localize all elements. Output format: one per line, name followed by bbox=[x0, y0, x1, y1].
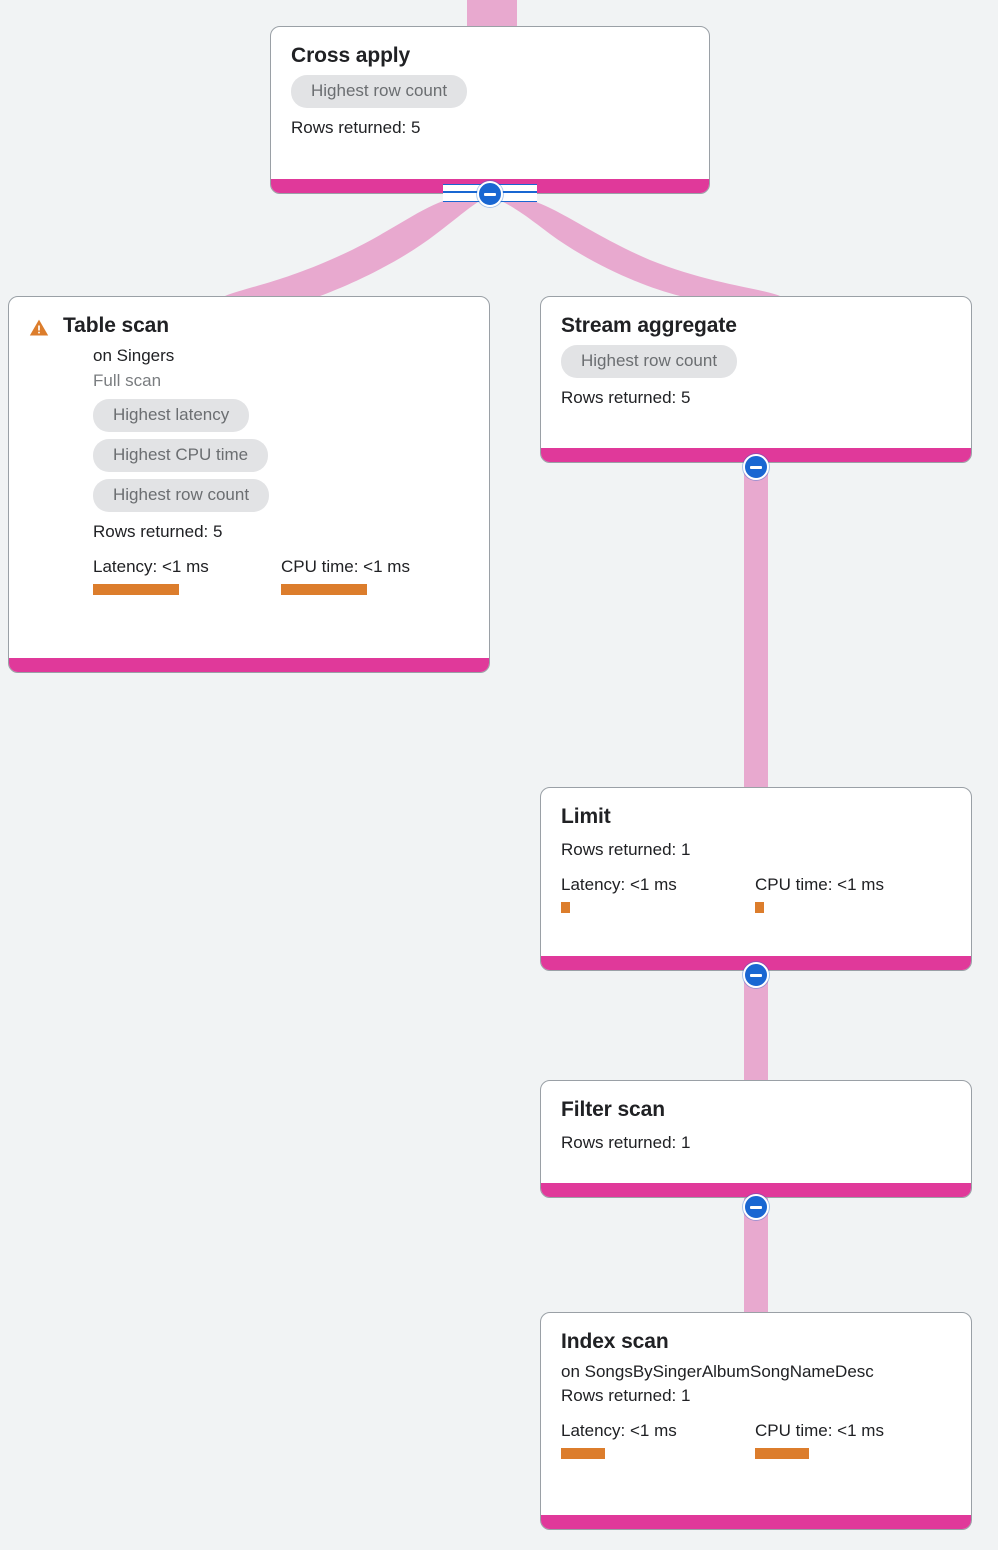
node-title: Stream aggregate bbox=[561, 314, 737, 337]
collapse-toggle-cross-apply[interactable] bbox=[477, 181, 503, 207]
metric-latency: Latency: <1 ms bbox=[561, 874, 755, 913]
node-stream-aggregate-rows-returned: Rows returned: 5 bbox=[561, 388, 691, 407]
node-cross-apply-body: Cross apply Highest row count Rows retur… bbox=[271, 27, 709, 179]
node-table-scan-footer-bar bbox=[9, 658, 489, 672]
node-table-scan-chips: Highest latency Highest CPU time Highest… bbox=[93, 399, 469, 512]
badge-highest-latency: Highest latency bbox=[93, 399, 250, 432]
metric-cpu-time-bar bbox=[755, 902, 764, 913]
edge-stream-aggregate-to-limit bbox=[744, 460, 768, 790]
node-index-scan-metrics: Latency: <1 ms CPU time: <1 ms bbox=[561, 1420, 951, 1459]
node-limit-metrics: Latency: <1 ms CPU time: <1 ms bbox=[561, 874, 951, 913]
node-cross-apply-rows-returned: Rows returned: 5 bbox=[291, 118, 421, 137]
metric-cpu-time-label: CPU time: <1 ms bbox=[281, 557, 410, 576]
edge-cross-apply-to-table-scan bbox=[225, 196, 488, 296]
node-filter-scan[interactable]: Filter scan Rows returned: 1 bbox=[540, 1080, 972, 1198]
node-index-scan[interactable]: Index scan on SongsBySingerAlbumSongName… bbox=[540, 1312, 972, 1530]
node-index-scan-subtitle: on SongsBySingerAlbumSongNameDesc bbox=[561, 1362, 874, 1381]
node-title: Index scan bbox=[561, 1330, 669, 1353]
node-filter-scan-body: Filter scan Rows returned: 1 bbox=[541, 1081, 971, 1183]
badge-highest-row-count: Highest row count bbox=[291, 75, 468, 108]
node-limit-header: Limit bbox=[561, 804, 951, 830]
node-cross-apply[interactable]: Cross apply Highest row count Rows retur… bbox=[270, 26, 710, 194]
edge-inlet-to-cross-apply bbox=[467, 0, 517, 28]
metric-latency-bar bbox=[561, 1448, 605, 1459]
node-table-scan-header: Table scan bbox=[29, 313, 469, 339]
node-cross-apply-chips: Highest row count bbox=[291, 75, 689, 108]
node-filter-scan-header: Filter scan bbox=[561, 1097, 951, 1123]
node-index-scan-body: Index scan on SongsBySingerAlbumSongName… bbox=[541, 1313, 971, 1515]
node-index-scan-footer-bar bbox=[541, 1515, 971, 1529]
node-title: Limit bbox=[561, 805, 611, 828]
metric-latency: Latency: <1 ms bbox=[561, 1420, 755, 1459]
node-stream-aggregate[interactable]: Stream aggregate Highest row count Rows … bbox=[540, 296, 972, 463]
collapse-toggle-stream-aggregate[interactable] bbox=[743, 454, 769, 480]
warning-icon bbox=[29, 319, 49, 336]
node-stream-aggregate-header: Stream aggregate bbox=[561, 313, 951, 339]
node-title: Filter scan bbox=[561, 1098, 665, 1121]
badge-highest-row-count: Highest row count bbox=[93, 479, 270, 512]
node-limit-body: Limit Rows returned: 1 Latency: <1 ms CP… bbox=[541, 788, 971, 956]
node-table-scan[interactable]: Table scan on Singers Full scan Highest … bbox=[8, 296, 490, 673]
metric-cpu-time-bar bbox=[281, 584, 367, 595]
node-table-scan-rows-returned: Rows returned: 5 bbox=[93, 522, 223, 541]
metric-latency: Latency: <1 ms bbox=[93, 556, 281, 595]
metric-latency-label: Latency: <1 ms bbox=[93, 557, 209, 576]
node-stream-aggregate-chips: Highest row count bbox=[561, 345, 951, 378]
node-title: Cross apply bbox=[291, 44, 411, 67]
badge-highest-row-count: Highest row count bbox=[561, 345, 738, 378]
collapse-toggle-limit[interactable] bbox=[743, 962, 769, 988]
metric-latency-bar bbox=[561, 902, 570, 913]
metric-latency-bar bbox=[93, 584, 179, 595]
node-table-scan-detail: Full scan bbox=[93, 371, 162, 390]
metric-cpu-time: CPU time: <1 ms bbox=[755, 1420, 949, 1459]
node-cross-apply-header: Cross apply bbox=[291, 43, 689, 69]
metric-latency-label: Latency: <1 ms bbox=[561, 1421, 677, 1440]
collapse-toggle-filter-scan[interactable] bbox=[743, 1194, 769, 1220]
edge-cross-apply-to-stream-aggregate bbox=[490, 196, 780, 296]
node-limit[interactable]: Limit Rows returned: 1 Latency: <1 ms CP… bbox=[540, 787, 972, 971]
node-limit-rows-returned: Rows returned: 1 bbox=[561, 840, 691, 859]
node-index-scan-rows-returned: Rows returned: 1 bbox=[561, 1386, 691, 1405]
metric-cpu-time: CPU time: <1 ms bbox=[281, 556, 469, 595]
node-stream-aggregate-body: Stream aggregate Highest row count Rows … bbox=[541, 297, 971, 448]
metric-cpu-time-label: CPU time: <1 ms bbox=[755, 875, 884, 894]
badge-highest-cpu-time: Highest CPU time bbox=[93, 439, 269, 472]
node-table-scan-body: Table scan on Singers Full scan Highest … bbox=[9, 297, 489, 658]
metric-cpu-time-bar bbox=[755, 1448, 809, 1459]
node-table-scan-metrics: Latency: <1 ms CPU time: <1 ms bbox=[93, 556, 469, 595]
metric-latency-label: Latency: <1 ms bbox=[561, 875, 677, 894]
node-filter-scan-footer-bar bbox=[541, 1183, 971, 1197]
metric-cpu-time-label: CPU time: <1 ms bbox=[755, 1421, 884, 1440]
node-index-scan-header: Index scan bbox=[561, 1329, 951, 1355]
metric-cpu-time: CPU time: <1 ms bbox=[755, 874, 949, 913]
node-title: Table scan bbox=[63, 314, 169, 337]
node-table-scan-subtitle: on Singers bbox=[93, 346, 175, 365]
node-filter-scan-rows-returned: Rows returned: 1 bbox=[561, 1133, 691, 1152]
